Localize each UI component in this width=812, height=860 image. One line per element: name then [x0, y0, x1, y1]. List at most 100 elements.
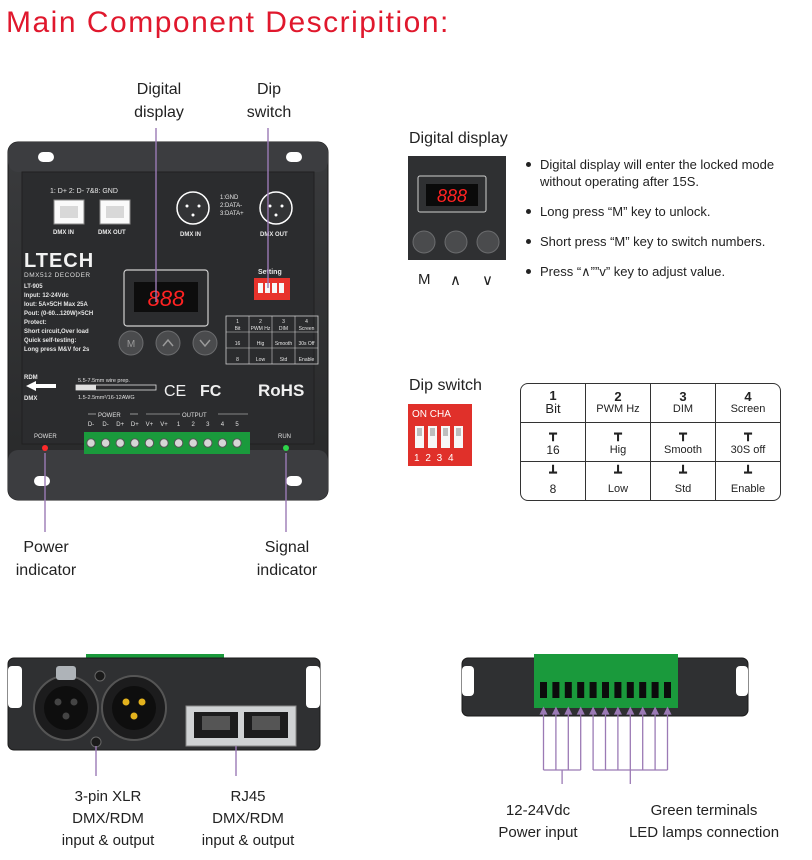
arrow-up-icon [601, 706, 610, 715]
switch-up-icon: ┳ [744, 426, 752, 441]
switch-down-icon: ┻ [744, 465, 752, 480]
caption-line: RJ45 [230, 788, 266, 805]
callout-text: display [134, 104, 184, 121]
terminal-slot[interactable] [564, 682, 572, 698]
terminal-screw[interactable] [188, 438, 198, 448]
down-key-closeup[interactable] [476, 230, 500, 254]
up-key-button[interactable] [155, 330, 181, 356]
svg-text:PWM Hz: PWM Hz [251, 326, 271, 332]
terminal-slot[interactable] [577, 682, 585, 698]
terminal-screw[interactable] [173, 438, 184, 448]
terminal-screws [86, 438, 242, 448]
table-cell: ┳16 [521, 423, 586, 462]
m-key-label: M [127, 339, 135, 350]
terminal-label: 1 [177, 422, 181, 428]
terminal-slot[interactable] [552, 682, 560, 698]
m-key-closeup[interactable] [412, 230, 436, 254]
terminal-slot[interactable] [639, 682, 647, 698]
list-item: Short press “M” key to switch numbers. [524, 233, 810, 250]
terminal-screw[interactable] [130, 438, 140, 448]
terminal-screw[interactable] [115, 438, 125, 448]
terminal-label: V+ [146, 422, 154, 428]
ce-mark: CE [164, 383, 186, 400]
wire-gauge-label: 1.5-2.5mm²/16-12AWG [78, 395, 135, 401]
svg-text:Smooth: Smooth [275, 341, 292, 347]
table-row: ┳16 ┳Hig ┳Smooth ┳30S off [521, 423, 780, 462]
green-terminal-block[interactable] [534, 654, 678, 708]
run-led [283, 445, 289, 451]
svg-text:Std: Std [280, 357, 288, 363]
spec-line: Pout: (0-60...120W)×5CH [24, 311, 93, 317]
dmx-in-label: DMX IN [53, 230, 74, 236]
mount-hole [34, 476, 50, 486]
terminal-slot[interactable] [602, 682, 609, 698]
svg-text:1: 1 [236, 319, 239, 325]
arrow-up-icon [613, 706, 622, 715]
dip-switch-closeup[interactable]: ON CHA 1 2 3 4 [408, 404, 474, 468]
caption-line: 3-pin XLR [74, 788, 142, 805]
terminal-screw[interactable] [159, 438, 169, 448]
page-title: Main Component Descripition: [6, 6, 450, 39]
terminal-screw[interactable] [144, 438, 155, 448]
terminal-label: 5 [235, 422, 239, 428]
caption-line: input & output [61, 832, 155, 849]
switch-down-icon: ┻ [679, 465, 687, 480]
rj45-pin-label: 1: D+ 2: D- 7&8: GND [50, 188, 118, 195]
terminal-slot[interactable] [651, 682, 659, 698]
terminal-slot[interactable] [589, 682, 597, 698]
callout-signal-indicator: Signal indicator [246, 536, 328, 582]
svg-text:8: 8 [236, 357, 239, 363]
caption-line: DMX/RDM [212, 810, 284, 827]
spec-line: Quick self-testing: [24, 338, 76, 344]
m-key-button[interactable] [118, 330, 144, 356]
arrow-left-icon [26, 381, 56, 391]
output-group-label: OUTPUT [182, 413, 207, 419]
callout-text: Dip [256, 81, 281, 98]
svg-text:Enable: Enable [299, 357, 315, 363]
table-cell: ┳Smooth [651, 423, 716, 462]
xlr-pin-label: 1:GND [220, 195, 239, 201]
terminal-screw[interactable] [100, 438, 111, 448]
key-label-down: ∨ [482, 272, 493, 289]
terminal-slot[interactable] [540, 682, 547, 698]
terminal-label: D+ [116, 422, 124, 428]
down-key-button[interactable] [192, 330, 218, 356]
mount-hole [286, 476, 302, 486]
terminal-slot[interactable] [664, 682, 671, 698]
svg-text:DIM: DIM [279, 326, 288, 332]
callout-text: Digital [136, 81, 182, 98]
svg-text:3: 3 [282, 319, 285, 325]
mount-hole [286, 152, 302, 162]
terminal-screw[interactable] [203, 438, 213, 448]
callout-dip-switch: Dip switch [232, 78, 306, 124]
spec-line: LT-905 [24, 284, 43, 290]
svg-text:2: 2 [259, 319, 262, 325]
spec-line: Short circuit,Over load [24, 329, 89, 335]
arrow-up-icon [651, 706, 660, 715]
xlr-pin-label: 2:DATA- [220, 203, 242, 209]
chevron-up-icon [162, 338, 174, 347]
device-side-view-terminals [461, 654, 749, 784]
callout-text: indicator [15, 562, 77, 579]
terminal-slot[interactable] [614, 682, 622, 698]
dip-switch-heading: Dip switch [409, 377, 482, 394]
device-display-frame [123, 269, 209, 327]
svg-text:Screen: Screen [299, 326, 315, 332]
dip-on-label: ON CHA [412, 409, 451, 420]
xlr-in-symbol [176, 191, 210, 225]
terminal-screw[interactable] [232, 438, 242, 448]
arrow-up-icon [576, 706, 585, 715]
key-label-up: ∧ [450, 272, 461, 289]
svg-text:Bit: Bit [235, 326, 241, 332]
terminal-slot[interactable] [626, 682, 634, 698]
terminal-screw[interactable] [86, 438, 96, 448]
list-item: Press “∧””v” key to adjust value. [524, 263, 810, 280]
terminal-screw[interactable] [217, 438, 228, 448]
switch-up-icon: ┳ [679, 426, 687, 441]
up-key-closeup[interactable] [444, 230, 468, 254]
table-cell: ┻8 [521, 462, 586, 500]
table-row: ┻8 ┻Low ┻Std ┻Enable [521, 462, 780, 500]
